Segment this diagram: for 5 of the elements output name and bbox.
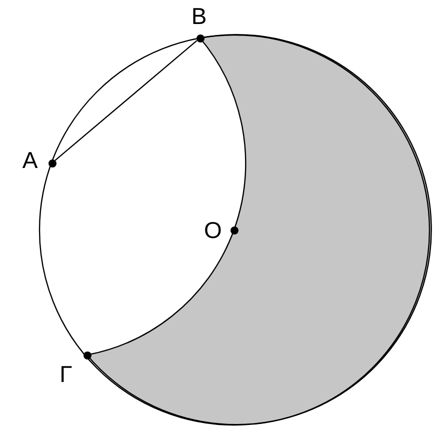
point-label: Γ	[58, 362, 74, 386]
point-label: B	[190, 4, 208, 28]
point-label: A	[21, 148, 39, 172]
chord-line	[54, 40, 198, 161]
point-label: O	[203, 218, 223, 242]
